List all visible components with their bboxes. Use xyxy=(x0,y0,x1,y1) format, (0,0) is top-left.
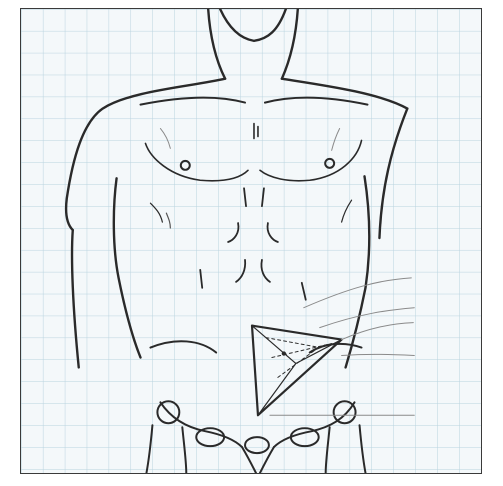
grid-paper xyxy=(21,9,481,473)
image-frame xyxy=(20,8,482,474)
anatomy-sketch xyxy=(21,9,481,473)
